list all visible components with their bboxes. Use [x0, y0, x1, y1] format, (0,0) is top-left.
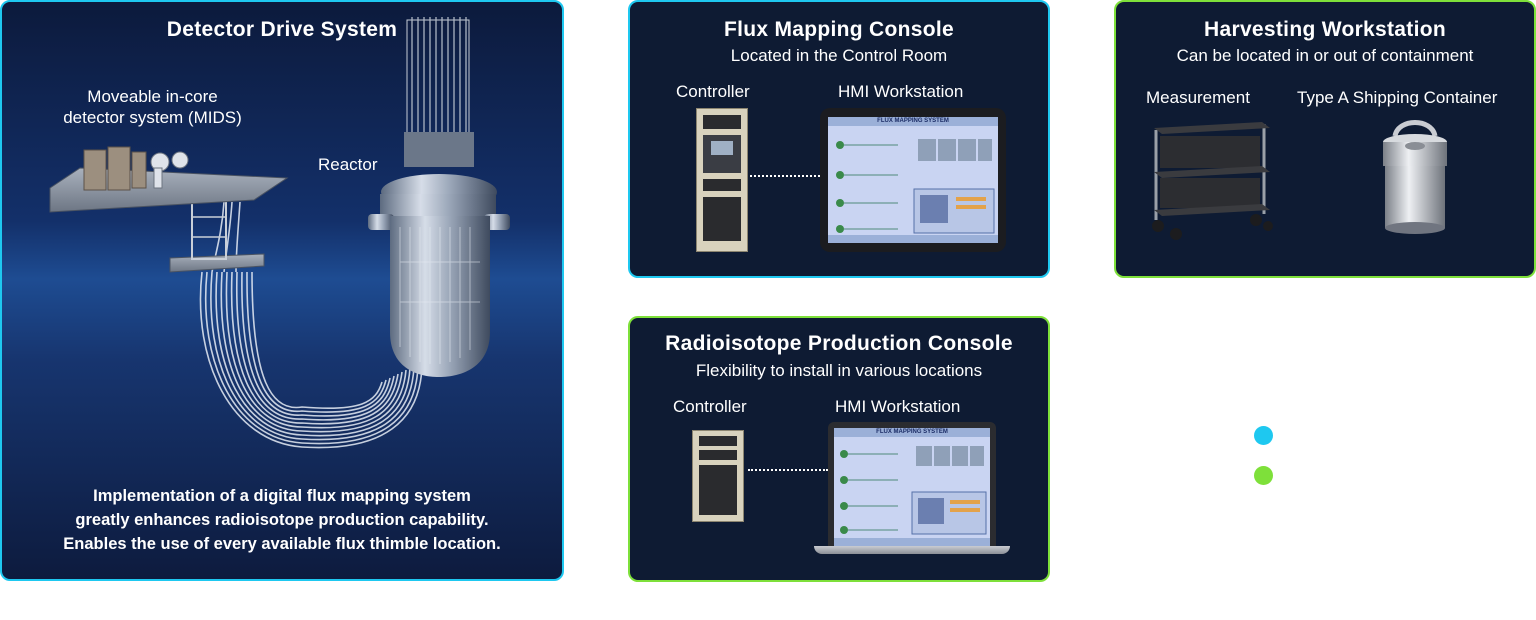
detector-drive-title: Detector Drive System — [166, 18, 398, 41]
controller-cabinet — [692, 430, 744, 522]
reactor-label: Reactor — [318, 155, 378, 174]
flux-console-subtitle: Located in the Control Room — [730, 46, 948, 65]
connection-line — [750, 175, 820, 177]
hmi-screen-title: FLUX MAPPING SYSTEM — [876, 429, 948, 435]
measurement-label: Measurement — [1146, 88, 1250, 107]
controller-label: Controller — [673, 397, 747, 416]
hmi-monitor: FLUX MAPPING SYSTEM — [820, 108, 1006, 252]
legend-dot-cyan — [1254, 426, 1273, 445]
legend-dot-green — [1254, 466, 1273, 485]
hmi-screen: FLUX MAPPING SYSTEM — [834, 428, 990, 546]
flux-mapping-console-panel: Flux Mapping Console Located in the Cont… — [628, 0, 1050, 278]
detector-caption: Implementation of a digital flux mapping… — [2, 484, 562, 556]
hmi-laptop: FLUX MAPPING SYSTEM — [828, 422, 996, 552]
harvesting-subtitle: Can be located in or out of containment — [1176, 46, 1474, 65]
connection-line — [748, 469, 828, 471]
shipping-container-image — [1383, 120, 1447, 234]
hmi-workstation-label: HMI Workstation — [835, 397, 961, 416]
caption-line: Implementation of a digital flux mapping… — [93, 487, 471, 505]
detector-drive-illustration — [49, 17, 510, 449]
hmi-screen-title: FLUX MAPPING SYSTEM — [877, 118, 949, 124]
flux-console-title: Flux Mapping Console — [724, 18, 954, 41]
radioisotope-console-panel: Radioisotope Production Console Flexibil… — [628, 316, 1050, 582]
hmi-screen: FLUX MAPPING SYSTEM — [828, 117, 998, 243]
shipping-container-label: Type A Shipping Container — [1297, 88, 1498, 107]
mids-label: Moveable in-core detector system (MIDS) — [63, 87, 242, 127]
radio-console-subtitle: Flexibility to install in various locati… — [695, 361, 983, 380]
controller-cabinet — [696, 108, 748, 252]
controller-label: Controller — [676, 82, 750, 101]
caption-line: Enables the use of every available flux … — [63, 535, 501, 553]
radio-console-title: Radioisotope Production Console — [665, 332, 1013, 355]
harvesting-workstation-panel: Harvesting Workstation Can be located in… — [1114, 0, 1536, 278]
detector-drive-panel: Detector Drive System Moveable in-core d… — [0, 0, 564, 581]
harvesting-title: Harvesting Workstation — [1204, 18, 1446, 41]
hmi-workstation-label: HMI Workstation — [838, 82, 964, 101]
caption-line: greatly enhances radioisotope production… — [75, 511, 489, 529]
laptop-base — [814, 546, 1010, 554]
measurement-cart-image — [1152, 122, 1273, 240]
